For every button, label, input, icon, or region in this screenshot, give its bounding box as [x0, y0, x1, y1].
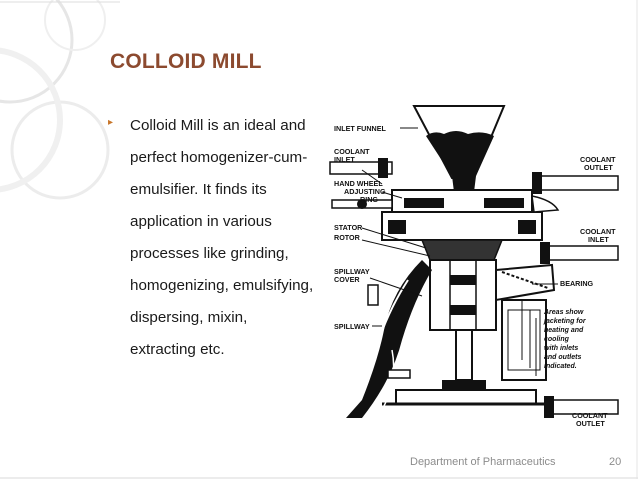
leader-lines — [361, 127, 558, 376]
label-coolant-outlet-bottom-2: OUTLET — [576, 419, 605, 428]
label-coolant-outlet-top-2: OUTLET — [584, 163, 613, 172]
label-bearing: BEARING — [560, 279, 594, 288]
footer-department: Department of Pharmaceutics — [410, 456, 556, 468]
page-number: 20 — [609, 456, 622, 468]
label-coolant-inlet-right-1: COOLANT — [580, 227, 616, 236]
note-line-1: Areas show — [543, 309, 584, 316]
label-spillway-cover-1: SPILLWAY — [334, 267, 370, 276]
note-line-4: cooling — [544, 336, 570, 343]
label-hand-wheel-1: HAND WHEEL — [334, 179, 383, 188]
label-spillway: SPILLWAY — [334, 322, 370, 331]
decorative-arcs — [0, 0, 120, 200]
label-coolant-inlet-right-2: INLET — [588, 235, 609, 244]
bullet-marker-icon: ▸ — [108, 117, 114, 128]
note-line-5: with inlets — [544, 345, 578, 352]
label-hand-wheel-2: ADJUSTING — [344, 187, 386, 196]
bullet-text: Colloid Mill is an ideal and perfect hom… — [130, 117, 314, 358]
label-coolant-inlet-left-2: INLET — [334, 155, 355, 164]
spillway-flow — [346, 260, 432, 418]
mill-housing — [381, 189, 556, 406]
label-spillway-cover-2: COVER — [334, 275, 360, 284]
label-inlet-funnel: INLET FUNNEL — [334, 124, 387, 133]
note-line-2: jacketing for — [543, 318, 587, 325]
label-stator: STATOR — [334, 223, 363, 232]
note-line-3: heating and — [544, 327, 584, 334]
slide-title: COLLOID MILL — [110, 50, 262, 73]
coolant-pipes — [329, 158, 619, 418]
label-hand-wheel-3: RING — [360, 195, 378, 204]
diagram-note: Areas show jacketing for heating and coo… — [543, 309, 587, 370]
label-coolant-outlet-bottom-1: COOLANT — [572, 411, 608, 420]
note-line-7: indicated. — [544, 363, 577, 370]
bullet-item: ▸ Colloid Mill is an ideal and perfect h… — [108, 110, 315, 366]
label-coolant-inlet-left-1: COOLANT — [334, 147, 370, 156]
label-rotor: ROTOR — [334, 233, 361, 242]
label-coolant-outlet-top-1: COOLANT — [580, 155, 616, 164]
colloid-mill-diagram: INLET FUNNEL COOLANT INLET HAND WHEEL AD… — [329, 105, 619, 428]
note-line-6: and outlets — [544, 354, 581, 361]
diagram-labels: INLET FUNNEL COOLANT INLET HAND WHEEL AD… — [334, 124, 616, 428]
